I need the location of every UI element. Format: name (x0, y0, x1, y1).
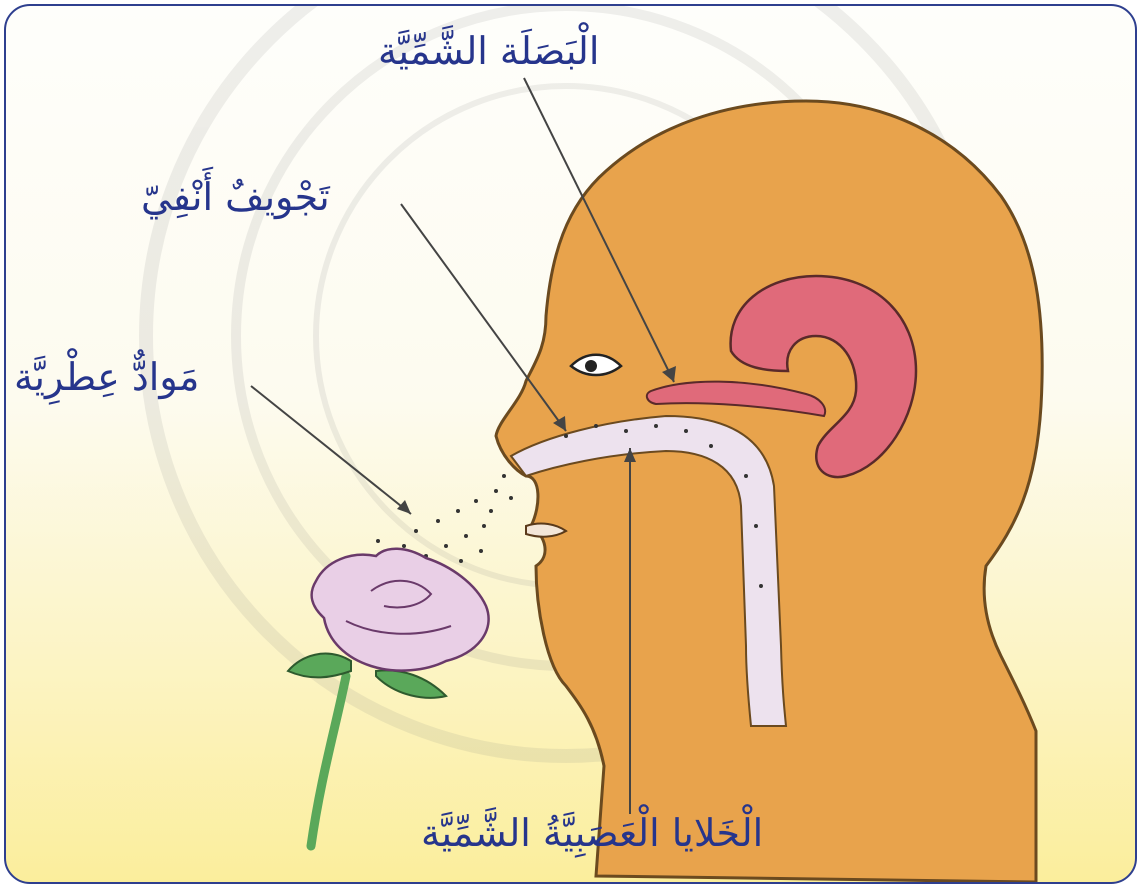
smell-diagram (6, 6, 1135, 882)
label-odorants: مَوادٌّ عِطْرِيَّة (14, 358, 199, 396)
rose (288, 549, 489, 846)
rose-leaf (376, 670, 446, 697)
label-olfactory-cells: الْخَلايا الْعَصَبِيَّةُ الشَّمِّيَّة (421, 814, 763, 852)
arrowhead-odorants (397, 500, 411, 514)
label-nasal-cavity: تَجْويفٌ أَنْفِيّ (141, 178, 330, 216)
leader-nasal-cavity (401, 204, 566, 431)
label-olfactory-bulb: الْبَصَلَة الشَّمِّيَّة (378, 32, 599, 70)
rose-bloom (312, 549, 489, 671)
diagram-frame: الْبَصَلَة الشَّمِّيَّة تَجْويفٌ أَنْفِي… (4, 4, 1137, 884)
